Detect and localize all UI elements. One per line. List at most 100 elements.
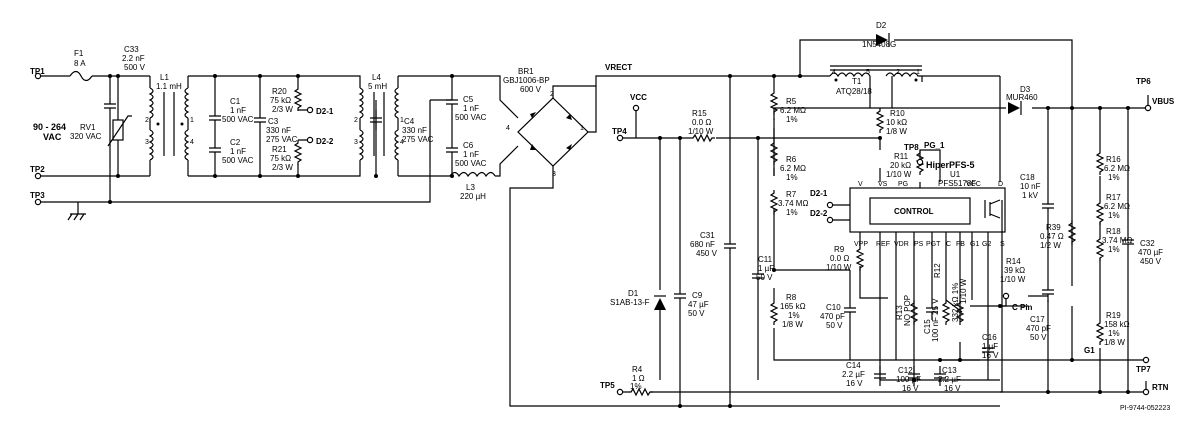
svg-text:500 VAC: 500 VAC bbox=[455, 159, 487, 168]
svg-text:L4: L4 bbox=[372, 73, 381, 82]
svg-text:5: 5 bbox=[866, 69, 870, 76]
fuse-symbol bbox=[69, 70, 93, 82]
svg-text:R11: R11 bbox=[894, 152, 909, 161]
svg-text:VS: VS bbox=[878, 181, 888, 188]
svg-text:16 V: 16 V bbox=[902, 384, 919, 393]
svg-text:330 nF: 330 nF bbox=[266, 126, 291, 135]
svg-text:1: 1 bbox=[580, 125, 584, 132]
svg-text:5 mH: 5 mH bbox=[368, 82, 387, 91]
svg-text:R17: R17 bbox=[1106, 193, 1121, 202]
vrect-net: VRECT bbox=[605, 63, 632, 72]
svg-text:330 nF: 330 nF bbox=[402, 126, 427, 135]
svg-text:S1AB-13-F: S1AB-13-F bbox=[610, 298, 650, 307]
svg-text:450 V: 450 V bbox=[696, 249, 718, 258]
svg-text:1 µF: 1 µF bbox=[982, 342, 998, 351]
svg-text:0.47 Ω: 0.47 Ω bbox=[1040, 232, 1064, 241]
svg-text:6.2 MΩ: 6.2 MΩ bbox=[780, 106, 806, 115]
svg-text:C15: C15 bbox=[923, 319, 932, 334]
svg-text:470 µF: 470 µF bbox=[1138, 248, 1163, 257]
svg-text:75 kΩ: 75 kΩ bbox=[270, 154, 291, 163]
tp1-label: TP1 bbox=[30, 67, 45, 76]
bridge-rectifier bbox=[517, 86, 597, 167]
svg-text:R14: R14 bbox=[1006, 257, 1021, 266]
vbus-net: VBUS bbox=[1152, 97, 1175, 106]
svg-text:R19: R19 bbox=[1106, 311, 1121, 320]
svg-text:1%: 1% bbox=[1108, 211, 1120, 220]
svg-text:10 kΩ: 10 kΩ bbox=[886, 118, 907, 127]
svg-text:U1: U1 bbox=[950, 170, 961, 179]
tp5-label: TP5 bbox=[600, 381, 615, 390]
svg-text:D2: D2 bbox=[876, 21, 887, 30]
svg-text:R8: R8 bbox=[786, 293, 797, 302]
svg-text:1: 1 bbox=[916, 69, 920, 76]
svg-text:220 µH: 220 µH bbox=[460, 192, 486, 201]
svg-text:C12: C12 bbox=[898, 366, 913, 375]
svg-text:39 kΩ: 39 kΩ bbox=[1004, 266, 1025, 275]
input-range: 90 - 264 bbox=[33, 122, 66, 132]
svg-text:R21: R21 bbox=[272, 145, 287, 154]
svg-text:PG: PG bbox=[898, 181, 908, 188]
tp8-label: TP8 bbox=[904, 143, 919, 152]
d22-ic-net: D2-2 bbox=[810, 209, 828, 218]
svg-text:2.2 µF: 2.2 µF bbox=[842, 370, 865, 379]
svg-text:50 V: 50 V bbox=[688, 309, 705, 318]
svg-text:6.2 MΩ: 6.2 MΩ bbox=[1104, 164, 1130, 173]
svg-text:275 VAC: 275 VAC bbox=[402, 135, 434, 144]
svg-text:47 µF: 47 µF bbox=[688, 300, 709, 309]
svg-text:16 V: 16 V bbox=[846, 379, 863, 388]
svg-text:C3: C3 bbox=[268, 117, 279, 126]
svg-text:500 V: 500 V bbox=[124, 63, 146, 72]
svg-text:C5: C5 bbox=[463, 95, 474, 104]
svg-text:GBJ1006-BP: GBJ1006-BP bbox=[503, 76, 550, 85]
svg-text:R15: R15 bbox=[692, 109, 707, 118]
svg-text:1/8 W: 1/8 W bbox=[886, 127, 907, 136]
svg-text:1 kV: 1 kV bbox=[1022, 191, 1039, 200]
svg-text:1 nF: 1 nF bbox=[230, 106, 246, 115]
svg-text:R9: R9 bbox=[834, 245, 845, 254]
svg-text:450 V: 450 V bbox=[1140, 257, 1162, 266]
tp2-label: TP2 bbox=[30, 165, 45, 174]
svg-text:1: 1 bbox=[400, 117, 404, 124]
svg-text:G2: G2 bbox=[982, 241, 991, 248]
svg-text:8 A: 8 A bbox=[74, 59, 86, 68]
svg-text:R4: R4 bbox=[632, 365, 643, 374]
svg-text:C31: C31 bbox=[700, 231, 715, 240]
svg-text:16 V: 16 V bbox=[982, 351, 999, 360]
svg-text:C6: C6 bbox=[463, 141, 474, 150]
svg-text:R6: R6 bbox=[786, 155, 797, 164]
g1-net: G1 bbox=[1084, 346, 1095, 355]
svg-text:V: V bbox=[858, 181, 863, 188]
svg-text:2/3 W: 2/3 W bbox=[272, 105, 293, 114]
svg-text:C1: C1 bbox=[230, 97, 241, 106]
ic-u1-body bbox=[849, 187, 1006, 233]
svg-text:C33: C33 bbox=[124, 45, 139, 54]
svg-text:332 kΩ 1%: 332 kΩ 1% bbox=[951, 283, 960, 322]
tp4-label: TP4 bbox=[612, 127, 627, 136]
svg-text:VDR: VDR bbox=[894, 241, 909, 248]
svg-text:1/10 W: 1/10 W bbox=[826, 263, 852, 272]
svg-text:C2: C2 bbox=[230, 138, 241, 147]
svg-text:T1: T1 bbox=[852, 77, 862, 86]
svg-text:6.2 MΩ: 6.2 MΩ bbox=[780, 164, 806, 173]
svg-text:2: 2 bbox=[354, 117, 358, 124]
svg-text:500 VAC: 500 VAC bbox=[222, 156, 254, 165]
svg-text:1/10 W: 1/10 W bbox=[1000, 275, 1026, 284]
svg-text:0.0 Ω: 0.0 Ω bbox=[830, 254, 849, 263]
svg-text:470 pF: 470 pF bbox=[820, 312, 845, 321]
svg-text:R7: R7 bbox=[786, 190, 797, 199]
svg-text:4: 4 bbox=[400, 139, 404, 146]
svg-text:2: 2 bbox=[145, 117, 149, 124]
svg-text:1 nF: 1 nF bbox=[463, 150, 479, 159]
svg-text:L3: L3 bbox=[466, 183, 475, 192]
svg-text:PGT: PGT bbox=[926, 241, 941, 248]
svg-text:680 nF: 680 nF bbox=[690, 240, 715, 249]
svg-text:2.2 nF: 2.2 nF bbox=[122, 54, 145, 63]
svg-text:C: C bbox=[946, 241, 951, 248]
svg-text:1/8 W: 1/8 W bbox=[782, 320, 803, 329]
labels: TP1 TP2 TP3 TP4 TP5 TP6 TP7 TP8 90 - 264… bbox=[30, 21, 1175, 412]
svg-text:2: 2 bbox=[550, 91, 554, 98]
tp6-label: TP6 bbox=[1136, 77, 1151, 86]
l1-choke bbox=[148, 87, 190, 161]
svg-text:C4: C4 bbox=[404, 117, 415, 126]
